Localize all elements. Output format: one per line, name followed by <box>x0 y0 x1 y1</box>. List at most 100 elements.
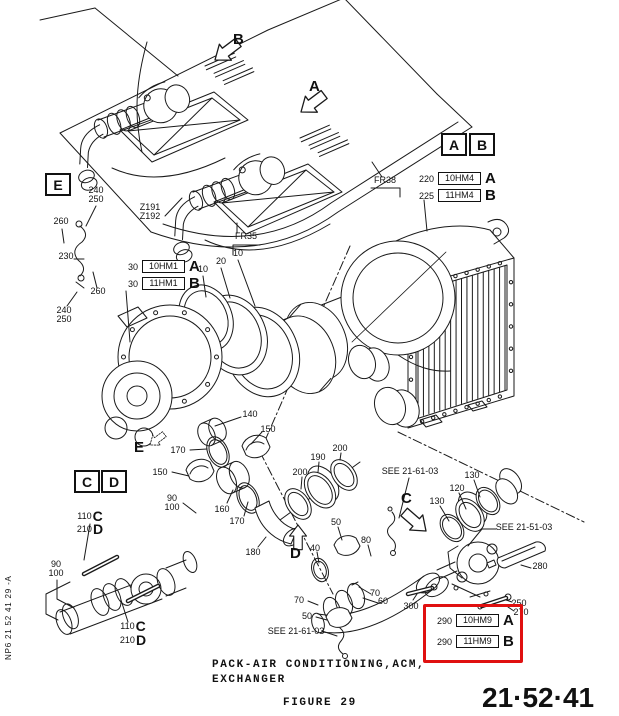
callout-text: 210 <box>119 635 135 645</box>
view-letter: A <box>485 170 496 187</box>
arrow-c-icon <box>396 503 434 540</box>
callout-text: 90 100 <box>164 493 180 512</box>
callout: 140 <box>242 410 257 419</box>
air-cycle-machine <box>101 304 223 447</box>
callout-text: 90 100 <box>48 559 64 578</box>
legend-row: 220 10HM4 A <box>412 170 496 187</box>
pack-unit-forward <box>57 48 256 193</box>
callout: 130 <box>429 497 444 506</box>
doc-code: 21·52·41 <box>482 682 595 713</box>
callout: 20 <box>216 257 226 266</box>
duct-chain-mid <box>185 417 358 547</box>
arrow-label-e: E <box>134 439 145 456</box>
callout-text: 260 <box>53 216 69 226</box>
item-number: 30 <box>127 261 138 272</box>
figure-label: FIGURE 29 <box>283 697 357 709</box>
callout-text: Z191 Z192 <box>139 202 161 221</box>
callout: SEE 21-61-03 <box>382 467 439 476</box>
part-code: 10HM9 <box>456 614 499 627</box>
e-bracket-part <box>74 220 86 289</box>
arrow-label-d: D <box>290 545 301 562</box>
part-code: 11HM4 <box>438 189 481 202</box>
legend-row: 30 10HM1 A <box>116 258 200 275</box>
callout: FR35 <box>235 232 257 241</box>
callout-text: 130 <box>429 496 445 506</box>
callout-text: 250 <box>511 598 527 608</box>
part-code: 10HM4 <box>438 172 481 185</box>
callout-text: 110 <box>120 621 135 631</box>
callout-text: 300 <box>403 601 419 611</box>
callout-text: 70 <box>293 595 305 605</box>
callout-text: 70 <box>369 588 381 598</box>
item-number: 290 <box>436 615 452 626</box>
arrow-label-b: B <box>233 31 244 48</box>
callout: SEE 21-51-03 <box>496 523 553 532</box>
callout: 170 <box>229 517 244 526</box>
callout-text: 170 <box>229 516 245 526</box>
callout: 230 <box>58 252 73 261</box>
callout-text: 10 <box>197 264 209 274</box>
callout-text: 110 <box>77 511 92 521</box>
view-box-b: B <box>469 133 495 156</box>
frame-ref-fr35: FR35 <box>234 231 258 241</box>
callout: SEE 21-61-03 <box>268 627 325 636</box>
callout: 200 <box>332 444 347 453</box>
callout: 60 <box>378 597 388 606</box>
callout: 240 250 <box>56 306 71 324</box>
callout-text: 20 <box>215 256 227 266</box>
callout: 260 <box>90 287 105 296</box>
callout: 120 <box>449 484 464 493</box>
side-reference-number: NP6 21 52 41 29 -A <box>4 575 13 660</box>
arrow-label-a: A <box>309 78 320 95</box>
view-letter: A <box>189 258 200 275</box>
view-letter: B <box>485 187 496 204</box>
callout: 300 <box>403 602 418 611</box>
callout: 10 <box>198 265 208 274</box>
legend-row: 290 10HM9 A <box>430 612 514 629</box>
view-letter: B <box>503 633 514 650</box>
view-box-c: C <box>74 470 100 493</box>
caption-line-1: PACK-AIR CONDITIONING,ACM, <box>212 659 426 671</box>
callout: 40 <box>310 544 320 553</box>
view-letter: A <box>503 612 514 629</box>
callout: 190 <box>310 453 325 462</box>
callout: 250 <box>511 599 526 608</box>
callout-view-letter: C <box>135 618 146 634</box>
item-number: 220 <box>418 173 434 184</box>
clamp-bolts <box>81 554 509 609</box>
view-box-a: A <box>441 133 467 156</box>
see-reference: SEE 21-51-03 <box>495 522 553 532</box>
callout-view-letter: D <box>92 521 104 537</box>
callout: 200 <box>292 468 307 477</box>
arrow-e-icon <box>145 428 169 451</box>
callout: 50 <box>331 518 341 527</box>
leader-lines <box>56 161 532 637</box>
part-code: 10HM1 <box>142 260 185 273</box>
callout: 70 <box>294 596 304 605</box>
callout-text: 180 <box>245 547 261 557</box>
callout-text: 200 <box>332 443 348 453</box>
callout-text: 190 <box>310 452 326 462</box>
callout: 280 <box>532 562 547 571</box>
legend-row: 225 11HM4 B <box>412 187 496 204</box>
part-code: 11HM1 <box>142 277 185 290</box>
callout-text: 280 <box>532 561 548 571</box>
callout: 130 <box>464 471 479 480</box>
callout: 80 <box>361 536 371 545</box>
callout: 170 <box>170 446 185 455</box>
view-box-d: D <box>101 470 127 493</box>
figure-caption: PACK-AIR CONDITIONING,ACM, EXCHANGER <box>212 658 425 688</box>
callout-text: 120 <box>449 483 465 493</box>
callout-text: 230 <box>58 251 74 261</box>
view-box-e: E <box>45 173 71 196</box>
legend-hm1: 30 10HM1 A 30 11HM1 B <box>116 258 200 292</box>
callout-text: 210 <box>76 524 92 534</box>
callout: 160 <box>214 505 229 514</box>
see-reference: SEE 21-61-03 <box>267 626 325 636</box>
